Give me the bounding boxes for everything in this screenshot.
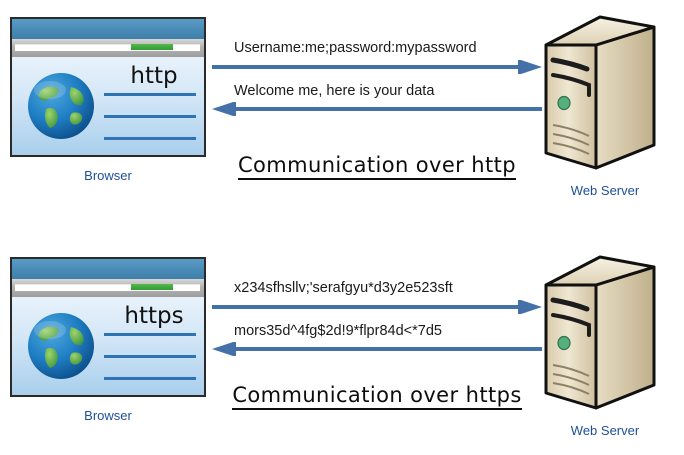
- protocol-label-http: http: [130, 63, 178, 89]
- browser-caption-http: Browser: [84, 168, 132, 183]
- request-arrow-https: [212, 300, 542, 314]
- browser-window-https: https: [10, 257, 206, 397]
- http-communication-section: http Browser Username:me;password:mypass…: [0, 5, 684, 215]
- section-caption-https: Communication over https: [212, 383, 542, 410]
- browser-url-bar[interactable]: [15, 284, 200, 291]
- browser-window-http: http: [10, 17, 206, 157]
- section-caption-http: Communication over http: [212, 153, 542, 180]
- browser-progress-indicator: [131, 44, 174, 50]
- server-tower-icon-https: [544, 255, 656, 410]
- browser-toolbar: [12, 39, 204, 57]
- content-line: [104, 377, 196, 380]
- content-line: [104, 333, 196, 336]
- browser-content-area: http: [12, 57, 204, 155]
- request-arrow-http: [212, 60, 542, 74]
- response-arrow-http: [212, 102, 542, 116]
- protocol-label-https: https: [124, 303, 184, 329]
- server-caption-https: Web Server: [570, 423, 640, 438]
- globe-icon: [28, 73, 94, 139]
- browser-toolbar: [12, 279, 204, 297]
- response-message-https: mors35d^4fg$2d!9*flpr84d<*7d5: [234, 323, 442, 339]
- section-caption-http-text: Communication over http: [237, 153, 516, 180]
- browser-content-area: https: [12, 297, 204, 395]
- content-line: [104, 93, 196, 96]
- https-communication-section: https Browser x234sfhsllv;'serafgyu*d3y2…: [0, 245, 684, 455]
- browser-caption-https: Browser: [84, 408, 132, 423]
- content-line: [104, 115, 196, 118]
- browser-progress-indicator: [131, 284, 174, 290]
- browser-titlebar: [12, 19, 204, 39]
- globe-icon: [28, 313, 94, 379]
- server-caption-http: Web Server: [570, 183, 640, 198]
- browser-url-bar[interactable]: [15, 44, 200, 51]
- section-caption-https-text: Communication over https: [232, 383, 522, 410]
- request-message-http: Username:me;password:mypassword: [234, 40, 477, 56]
- response-arrow-https: [212, 342, 542, 356]
- content-line: [104, 137, 196, 140]
- request-message-https: x234sfhsllv;'serafgyu*d3y2e523sft: [234, 280, 453, 296]
- browser-titlebar: [12, 259, 204, 279]
- server-tower-icon-http: [544, 15, 656, 170]
- response-message-http: Welcome me, here is your data: [234, 83, 435, 99]
- content-line: [104, 355, 196, 358]
